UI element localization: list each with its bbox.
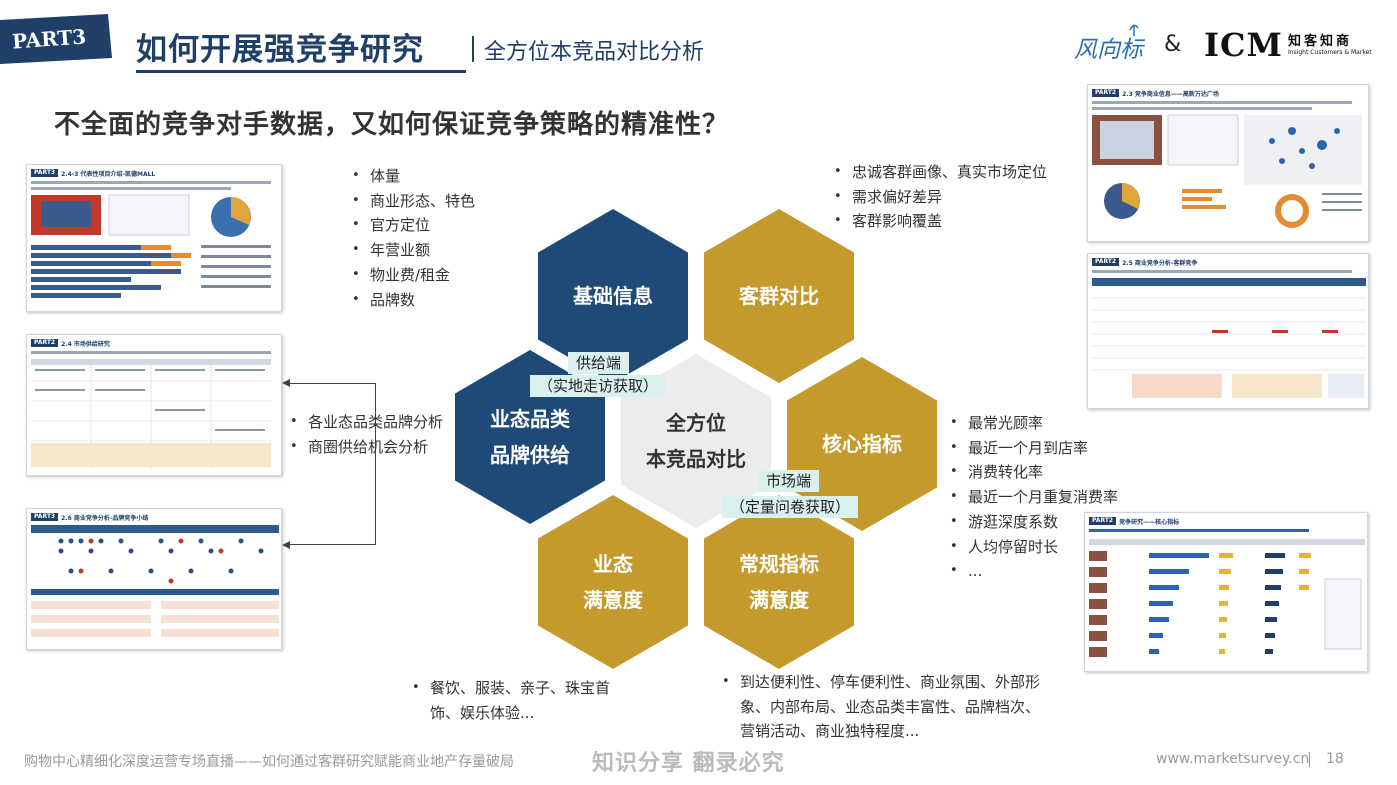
logo-left-text: 风向标 xyxy=(1074,37,1143,63)
list-item: 需求偏好差异 xyxy=(834,185,1047,210)
list-item: 人均停留时长 xyxy=(950,535,1118,560)
list-item: 最常光顾率 xyxy=(950,411,1118,436)
market-side-label: 市场端 xyxy=(758,470,820,492)
thumbnail-content xyxy=(1092,270,1366,398)
list-item: 物业费/租金 xyxy=(352,263,475,288)
hex-regular-satisfaction: 常规指标 满意度 xyxy=(692,495,866,669)
list-item: 到达便利性、停车便利性、商业氛围、外部形象、内部布局、业态品类丰富性、品牌档次、… xyxy=(722,670,1042,744)
hex-label: 客群对比 xyxy=(739,284,819,308)
thumbnail-title: 2.4-3 代表性项目介绍-凯德MALL xyxy=(61,170,156,178)
title-separator xyxy=(472,36,474,62)
footer-caption: 购物中心精细化深度运营专场直播——如何通过客群研究赋能商业地产存量破局 xyxy=(24,754,514,770)
bracket-arrows xyxy=(282,379,290,549)
list-item: 各业态品类品牌分析 xyxy=(290,410,443,435)
hex-center: 全方位 本竞品对比 xyxy=(609,354,783,528)
customer-list: 忠诚客群画像、真实市场定位 需求偏好差异 客群影响覆盖 xyxy=(834,160,1047,234)
hex-core-metrics: 核心指标 xyxy=(775,357,949,531)
hex-basic-info: 基础信息 xyxy=(526,209,700,383)
list-item: 官方定位 xyxy=(352,213,475,238)
icm-logo: ICM xyxy=(1204,26,1283,64)
footer-url: www.marketsurvey.cn xyxy=(1156,751,1310,767)
list-item: 商业形态、特色 xyxy=(352,189,475,214)
list-item: 餐饮、服装、亲子、珠宝首饰、娱乐体验... xyxy=(412,676,617,725)
hex-label: 常规指标 满意度 xyxy=(739,552,819,612)
fengxiangbiao-logo: 风向标 xyxy=(1072,20,1152,68)
regular-satisfaction-list: 到达便利性、停车便利性、商业氛围、外部形象、内部布局、业态品类丰富性、品牌档次、… xyxy=(722,670,1042,744)
thumbnail-title: 2.6 商业竞争分析-品牌竞争小结 xyxy=(61,514,149,522)
headline-question: 不全面的竞争对手数据，又如何保证竞争策略的精准性？ xyxy=(54,110,730,140)
hex-label: 核心指标 xyxy=(822,432,902,456)
hex-customer-compare: 客群对比 xyxy=(692,209,866,383)
thumbnail-title: 2.3 竞争商业信息——高新万达广场 xyxy=(1122,90,1219,98)
list-item: ... xyxy=(950,559,1118,584)
page-subtitle: 全方位本竞品对比分析 xyxy=(484,40,705,65)
hex-label: 基础信息 xyxy=(573,284,653,308)
part-badge: PART3 xyxy=(0,14,112,64)
hex-label: 业态品类 品牌供给 xyxy=(490,407,570,467)
footer-separator xyxy=(1309,752,1310,767)
page-number: 18 xyxy=(1326,751,1344,767)
list-item: 年营业额 xyxy=(352,238,475,263)
supply-side-label: 供给端 xyxy=(568,352,630,374)
thumbnail-content xyxy=(31,351,271,469)
hex-label: 全方位 本竞品对比 xyxy=(646,411,746,471)
list-item: 消费转化率 xyxy=(950,460,1118,485)
format-satisfaction-list: 餐饮、服装、亲子、珠宝首饰、娱乐体验... xyxy=(412,676,617,725)
hex-label: 业态 满意度 xyxy=(583,552,643,612)
thumbnail-content xyxy=(1092,101,1362,228)
thumbnail-title: 2.4 市场供给研究 xyxy=(61,340,110,348)
thumbnail-content xyxy=(31,181,271,298)
list-item: 商圈供给机会分析 xyxy=(290,435,443,460)
icm-logo-cn: 知客知商 xyxy=(1288,34,1353,49)
thumbnail-title: 2.5 商业竞争分析-客群竞争 xyxy=(1122,259,1198,267)
list-item: 品牌数 xyxy=(352,288,475,313)
icm-logo-en: Insight Customers & Market xyxy=(1288,49,1372,56)
list-item: 客群影响覆盖 xyxy=(834,209,1047,234)
hex-format-satisfaction: 业态 满意度 xyxy=(526,495,700,669)
bracket-connector xyxy=(285,383,376,545)
supply-side-method: （实地走访获取） xyxy=(530,375,667,397)
thumbnail-content xyxy=(1089,529,1365,657)
market-side-method: （定量问卷获取） xyxy=(722,496,859,518)
core-metrics-list: 最常光顾率 最近一个月到店率 消费转化率 最近一个月重复消费率 游逛深度系数 人… xyxy=(950,411,1118,584)
list-item: 忠诚客群画像、真实市场定位 xyxy=(834,160,1047,185)
list-item: 体量 xyxy=(352,164,475,189)
supply-list: 各业态品类品牌分析 商圈供给机会分析 xyxy=(290,410,443,459)
thumbnail-content xyxy=(31,525,279,637)
thumbnail-title: 竞争研究——核心指标 xyxy=(1119,518,1180,526)
footer-watermark: 知识分享 翻录必究 xyxy=(592,751,785,776)
list-item: 最近一个月重复消费率 xyxy=(950,485,1118,510)
ampersand: & xyxy=(1164,32,1182,57)
list-item: 最近一个月到店率 xyxy=(950,436,1118,461)
basic-info-list: 体量 商业形态、特色 官方定位 年营业额 物业费/租金 品牌数 xyxy=(352,164,475,312)
title-underline xyxy=(136,70,466,73)
page-title: 如何开展强竞争研究 xyxy=(136,32,424,68)
list-item: 游逛深度系数 xyxy=(950,510,1118,535)
